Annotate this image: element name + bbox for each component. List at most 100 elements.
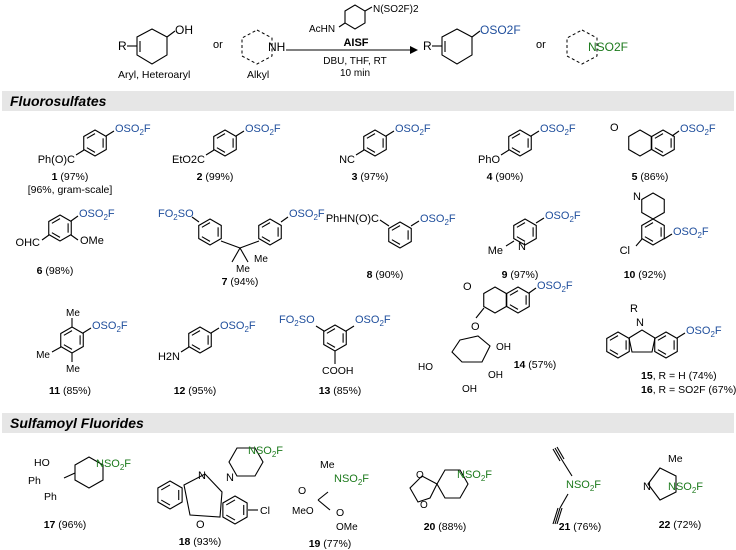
conditions-line1: DBU, THF, RT <box>323 56 387 67</box>
chloro-10: Cl <box>620 245 630 257</box>
dioxolane-o-b: O <box>420 500 428 511</box>
aryl-heteroaryl-label: Aryl, Heteroaryl <box>118 69 190 81</box>
oso2f-group-3: OSO2F <box>395 123 431 137</box>
caption-14: 14 (57%) <box>514 359 557 371</box>
sugar-ring-14 <box>451 335 491 363</box>
phenyl-17a: Ph <box>28 475 41 487</box>
benzene-ring-3 <box>363 129 387 157</box>
benzene-ring-12 <box>188 326 212 354</box>
sugar-oh-b: OH <box>488 370 503 381</box>
caption-10: 10 (92%) <box>624 269 667 281</box>
oso2f-group-8: OSO2F <box>420 213 456 227</box>
fluorosulfates-title: Fluorosulfates <box>10 93 107 109</box>
imidazole-22 <box>647 467 677 501</box>
methyl-19: Me <box>320 459 335 471</box>
caption-19: 19 (77%) <box>309 538 352 550</box>
oso2f-group-2: OSO2F <box>245 123 281 137</box>
oso2f-group-10: OSO2F <box>673 226 709 240</box>
sulfamoyl-fluoride-product: NSO2F <box>566 29 628 65</box>
caption-18: 18 (93%) <box>179 536 222 548</box>
methoxy-19b: OMe <box>336 522 358 533</box>
piperidine-17 <box>74 456 104 489</box>
oso2f-group-11: OSO2F <box>92 320 128 334</box>
quinoline-ring-a <box>641 218 665 246</box>
caption-21: 21 (76%) <box>559 521 602 533</box>
caption-20: 20 (88%) <box>424 521 467 533</box>
caption-12: 12 (95%) <box>174 385 217 397</box>
hydroxy-17: HO <box>34 457 50 469</box>
aisf-name-label: AISF <box>343 37 368 49</box>
reaction-arrow <box>286 46 418 54</box>
caption-4: 4 (90%) <box>487 171 524 183</box>
nso2f-group-18: NSO2F <box>248 445 283 459</box>
fso2o-group-13: FO2SO <box>279 314 315 328</box>
methyl-7a: Me <box>236 264 250 275</box>
oso2f-group-7: OSO2F <box>289 208 325 222</box>
phenol-r-label: R <box>118 39 127 53</box>
sulfamoyl-title: Sulfamoyl Fluorides <box>10 415 144 431</box>
substituent-3: NC <box>339 154 355 166</box>
amine-reactant: NH Alkyl <box>241 29 285 81</box>
fso2o-group-7: FO2SO <box>158 208 194 222</box>
benzene-ring-8 <box>388 221 412 249</box>
carboxylic-13: COOH <box>322 365 354 377</box>
caption-7: 7 (94%) <box>222 276 259 288</box>
substituent-4: PhO <box>478 154 500 166</box>
product-oso2f-label: OSO2F <box>480 23 521 37</box>
methoxy-6: OMe <box>80 235 104 247</box>
benzene-ring-6 <box>48 214 72 242</box>
carbazole-r: R <box>630 303 638 315</box>
caption-11: 11 (85%) <box>49 385 91 397</box>
caption-13: 13 (85%) <box>319 385 362 397</box>
caption-6: 6 (98%) <box>37 265 74 277</box>
coumarin-ring-a <box>628 129 652 157</box>
carbazole-pyrrole <box>628 329 656 353</box>
substituent-2: EtO2C <box>172 154 205 166</box>
amide-8: PhHN(O)C <box>326 213 379 225</box>
oso2f-group-14: OSO2F <box>537 280 573 294</box>
oso2f-group-1: OSO2F <box>115 123 151 137</box>
ether-o-19b: O <box>336 507 344 519</box>
caption-3: 3 (97%) <box>352 171 389 183</box>
phenyl-17b: Ph <box>44 491 57 503</box>
glycoside-o-14: O <box>471 321 480 333</box>
methyl-7b: Me <box>254 254 268 265</box>
sugar-oh-c: OH <box>462 384 477 395</box>
sugar-oh-a: OH <box>496 342 511 353</box>
amine-nh-label: NH <box>268 40 285 54</box>
nso2f-group-19: NSO2F <box>334 473 369 487</box>
sugar-ho-14: HO <box>418 362 433 373</box>
coumarin-14a <box>483 286 507 314</box>
caption-2: 2 (99%) <box>197 171 234 183</box>
nso2f-group-17: NSO2F <box>96 458 131 472</box>
methyl-11b: Me <box>66 364 80 375</box>
substituent-12: H2N <box>158 351 180 363</box>
oso2f-group-5: OSO2F <box>680 123 716 137</box>
caption-16: 16, R = SO2F (67%) <box>641 384 736 396</box>
compound-5: O OSO2F 5 (86%) <box>610 122 716 183</box>
methyl-22: Me <box>668 453 683 465</box>
caption-5: 5 (86%) <box>632 171 669 183</box>
coumarin-carbonyl-o: O <box>610 122 619 134</box>
coumarin-ring-b <box>651 129 675 157</box>
pyridine-n-9: N <box>518 241 526 253</box>
caption-17: 17 (96%) <box>44 519 87 531</box>
aisf-achn-label: AcHN <box>309 24 335 35</box>
phenol-oh-label: OH <box>175 23 193 37</box>
oso2f-group-6: OSO2F <box>79 208 115 222</box>
alkyl-label: Alkyl <box>247 69 269 81</box>
caption-22: 22 (72%) <box>659 519 702 531</box>
coumarin-14b <box>506 286 530 314</box>
